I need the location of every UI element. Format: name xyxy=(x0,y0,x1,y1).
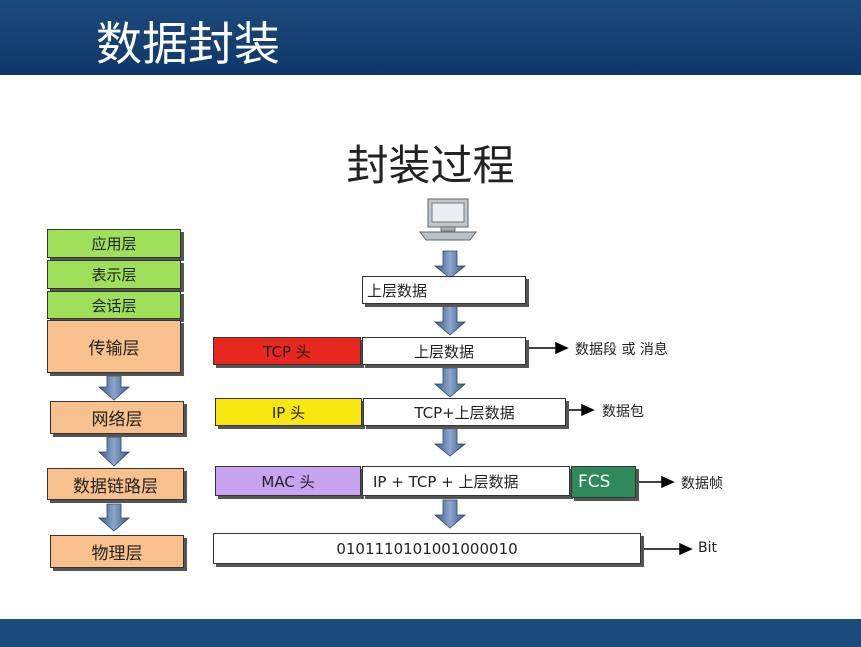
flow-arrows-left xyxy=(97,375,131,532)
packet-data-box: TCP+上层数据 xyxy=(363,398,566,426)
layer-presentation-label: 表示层 xyxy=(91,266,137,284)
layer-physical-label: 物理层 xyxy=(91,544,143,564)
header-bar: 数据封装 xyxy=(0,0,861,75)
upper-data-label: 上层数据 xyxy=(367,281,428,300)
ip-header-box: IP 头 xyxy=(215,398,362,426)
layer-application-label: 应用层 xyxy=(91,235,137,253)
layer-datalink: 数据链路层 xyxy=(47,468,184,500)
layer-network-label: 网络层 xyxy=(91,410,143,430)
tcp-header-label: TCP 头 xyxy=(263,342,311,361)
layer-session-label: 会话层 xyxy=(91,296,137,315)
unit-segment: 数据段 或 消息 xyxy=(575,342,668,358)
mac-header-label: MAC 头 xyxy=(261,472,315,491)
layer-application: 应用层 xyxy=(47,229,181,258)
ip-header-label: IP 头 xyxy=(271,403,306,422)
bits-box: 0101110101001000010 xyxy=(213,533,641,564)
flow-arrows-center xyxy=(433,250,467,529)
upper-data-box: 上层数据 xyxy=(362,276,526,304)
bits-label: 0101110101001000010 xyxy=(336,539,518,558)
layer-presentation: 表示层 xyxy=(47,260,181,289)
frame-data-box: IP + TCP + 上层数据 xyxy=(362,466,570,496)
fcs-label: FCS xyxy=(578,472,611,492)
mac-header-box: MAC 头 xyxy=(215,466,361,496)
segment-data-label: 上层数据 xyxy=(413,342,474,361)
layer-network: 网络层 xyxy=(50,401,184,434)
footer-bar xyxy=(0,619,861,647)
layer-physical: 物理层 xyxy=(50,535,184,568)
diagram-title: 封装过程 xyxy=(346,141,515,190)
unit-bit: Bit xyxy=(698,540,717,556)
unit-frame: 数据帧 xyxy=(681,476,723,492)
tcp-header-box: TCP 头 xyxy=(213,337,361,365)
unit-packet: 数据包 xyxy=(602,404,644,420)
packet-data-label: TCP+上层数据 xyxy=(414,403,515,422)
layer-transport: 传输层 xyxy=(47,320,181,373)
fcs-box: FCS xyxy=(571,466,636,498)
segment-data-box: 上层数据 xyxy=(362,337,526,365)
layer-datalink-label: 数据链路层 xyxy=(73,476,158,497)
page-title: 数据封装 xyxy=(96,17,280,71)
unit-pointers xyxy=(528,341,693,556)
frame-data-label: IP + TCP + 上层数据 xyxy=(373,472,519,491)
layer-transport-label: 传输层 xyxy=(88,339,140,359)
layer-session: 会话层 xyxy=(47,291,181,319)
computer-icon xyxy=(419,198,477,241)
